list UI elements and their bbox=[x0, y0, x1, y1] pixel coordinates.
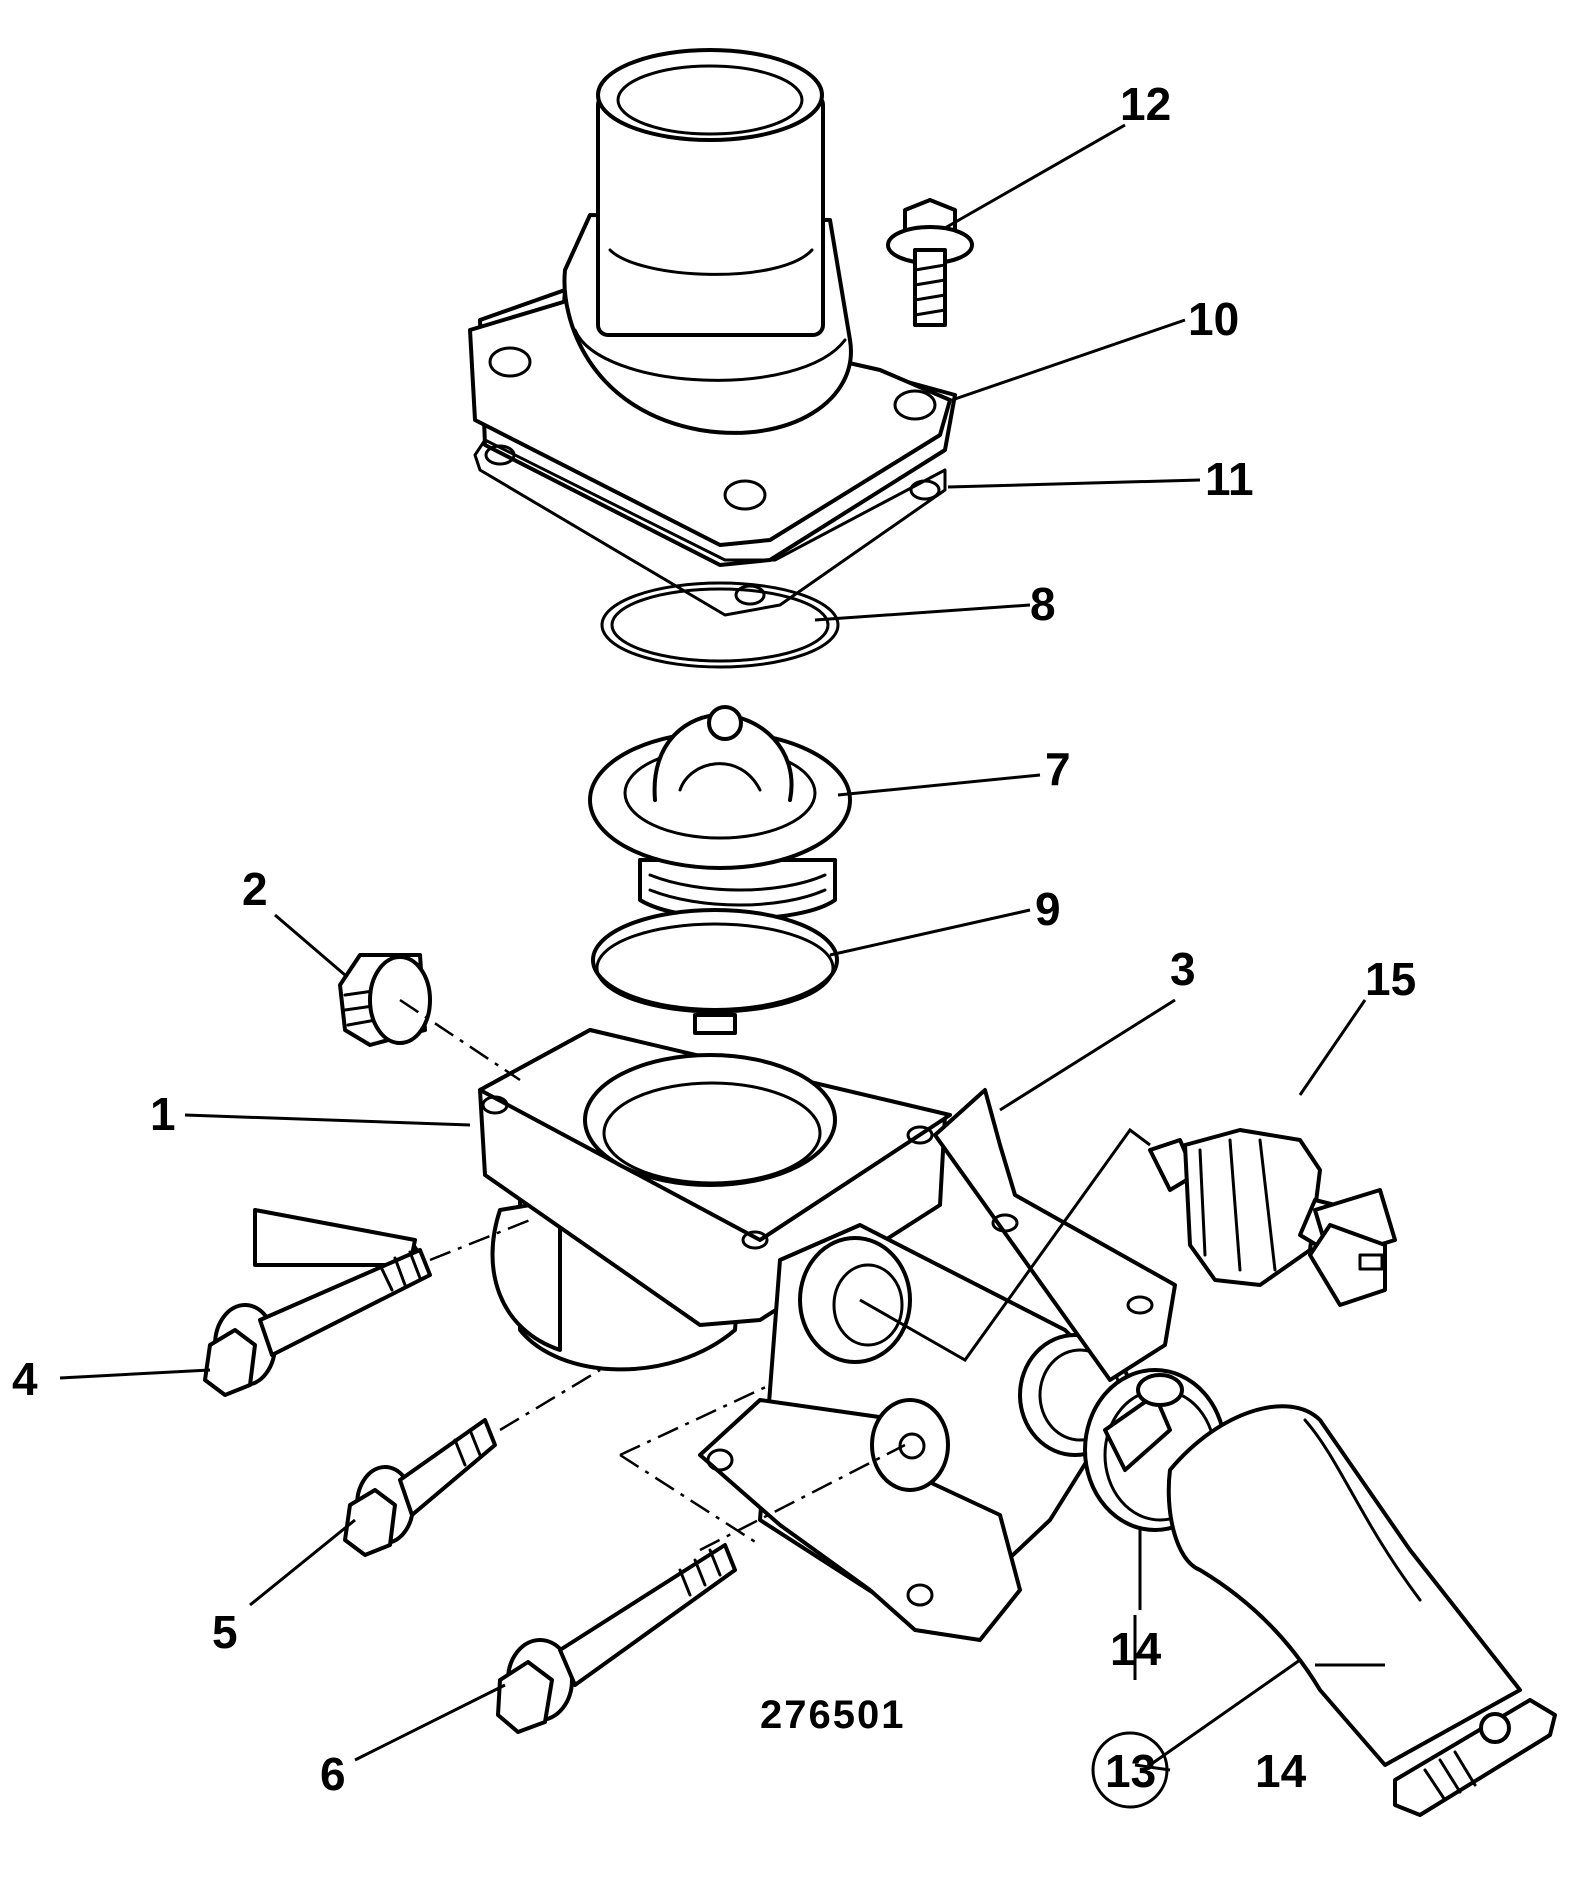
callout-6: 6 bbox=[320, 1748, 346, 1800]
blanking-plug bbox=[338, 953, 432, 1047]
callout-2: 2 bbox=[242, 863, 268, 915]
callout-5: 5 bbox=[212, 1606, 238, 1658]
bolt-4 bbox=[203, 1208, 432, 1397]
callout-11: 11 bbox=[1205, 453, 1254, 505]
callout-9: 9 bbox=[1035, 883, 1061, 935]
bolt-6 bbox=[496, 1543, 737, 1734]
callout-14-upper: 14 bbox=[1110, 1623, 1162, 1675]
leader-lines bbox=[59, 123, 1385, 1772]
hose-end-clip bbox=[1393, 1698, 1557, 1817]
callout-12: 12 bbox=[1120, 78, 1171, 130]
assembly-lines bbox=[399, 998, 1151, 1552]
coolant-hose bbox=[1166, 1404, 1522, 1767]
thermostat-seal bbox=[591, 908, 839, 1035]
temperature-sender bbox=[1148, 1128, 1397, 1307]
callout-1: 1 bbox=[150, 1088, 176, 1140]
callout-4: 4 bbox=[12, 1353, 38, 1405]
thermostat bbox=[588, 705, 852, 921]
callout-3: 3 bbox=[1170, 943, 1196, 995]
bolt-5 bbox=[343, 1418, 497, 1557]
cover-bolt bbox=[886, 198, 974, 327]
callout-8: 8 bbox=[1030, 578, 1056, 630]
cover-gasket bbox=[473, 438, 947, 617]
o-ring bbox=[600, 581, 840, 669]
callout-13-circle bbox=[1091, 1731, 1169, 1809]
callout-14-lower: 14 bbox=[1255, 1745, 1307, 1797]
callout-13: 13 bbox=[1105, 1745, 1156, 1797]
callout-15: 15 bbox=[1365, 953, 1416, 1005]
callout-7: 7 bbox=[1045, 743, 1071, 795]
housing-cover bbox=[468, 48, 957, 567]
callout-10: 10 bbox=[1188, 293, 1239, 345]
figure-code: 276501 bbox=[760, 1693, 905, 1737]
thermostat-housing bbox=[478, 1028, 1177, 1642]
